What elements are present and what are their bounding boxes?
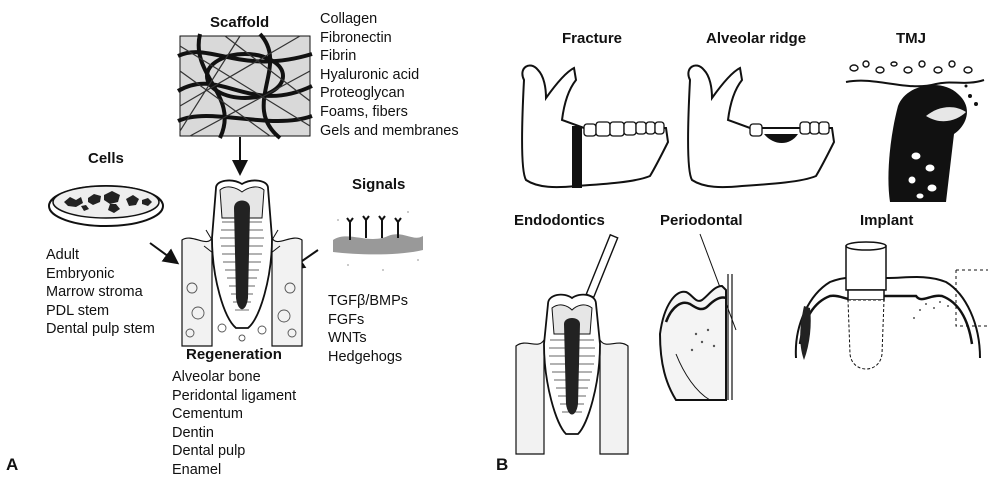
tooth-illustration <box>182 178 302 346</box>
tmj-title: TMJ <box>896 30 926 47</box>
endodontics-tooth-illustration <box>516 234 640 454</box>
alveolar-ridge-title: Alveolar ridge <box>706 30 806 47</box>
alveolar-ridge-mandible-illustration <box>682 58 836 190</box>
signals-illustration <box>328 200 428 280</box>
endodontics-title: Endodontics <box>514 212 605 229</box>
regeneration-item: Dentin <box>172 424 296 443</box>
cells-arrow <box>150 243 176 262</box>
fracture-title: Fracture <box>562 30 622 47</box>
tmj-joint-illustration <box>846 56 984 202</box>
regeneration-item: Dental pulp <box>172 442 296 461</box>
signals-title: Signals <box>352 176 405 193</box>
implant-illustration <box>790 234 988 400</box>
signals-item: WNTs <box>328 329 408 348</box>
periodontal-title: Periodontal <box>660 212 743 229</box>
regeneration-title: Regeneration <box>186 346 282 363</box>
regeneration-list: Alveolar bone Peridontal ligament Cement… <box>172 368 296 480</box>
panel-label-b: B <box>496 455 508 475</box>
signals-list: TGFβ/BMPs FGFs WNTs Hedgehogs <box>328 292 408 366</box>
periodontal-illustration <box>656 234 786 400</box>
fracture-mandible-illustration <box>516 58 670 190</box>
implant-title: Implant <box>860 212 913 229</box>
panel-label-a: A <box>6 455 18 475</box>
signals-item: FGFs <box>328 311 408 330</box>
signals-item: TGFβ/BMPs <box>328 292 408 311</box>
regeneration-item: Alveolar bone <box>172 368 296 387</box>
signals-item: Hedgehogs <box>328 348 408 367</box>
regeneration-item: Cementum <box>172 405 296 424</box>
regeneration-item: Peridontal ligament <box>172 387 296 406</box>
